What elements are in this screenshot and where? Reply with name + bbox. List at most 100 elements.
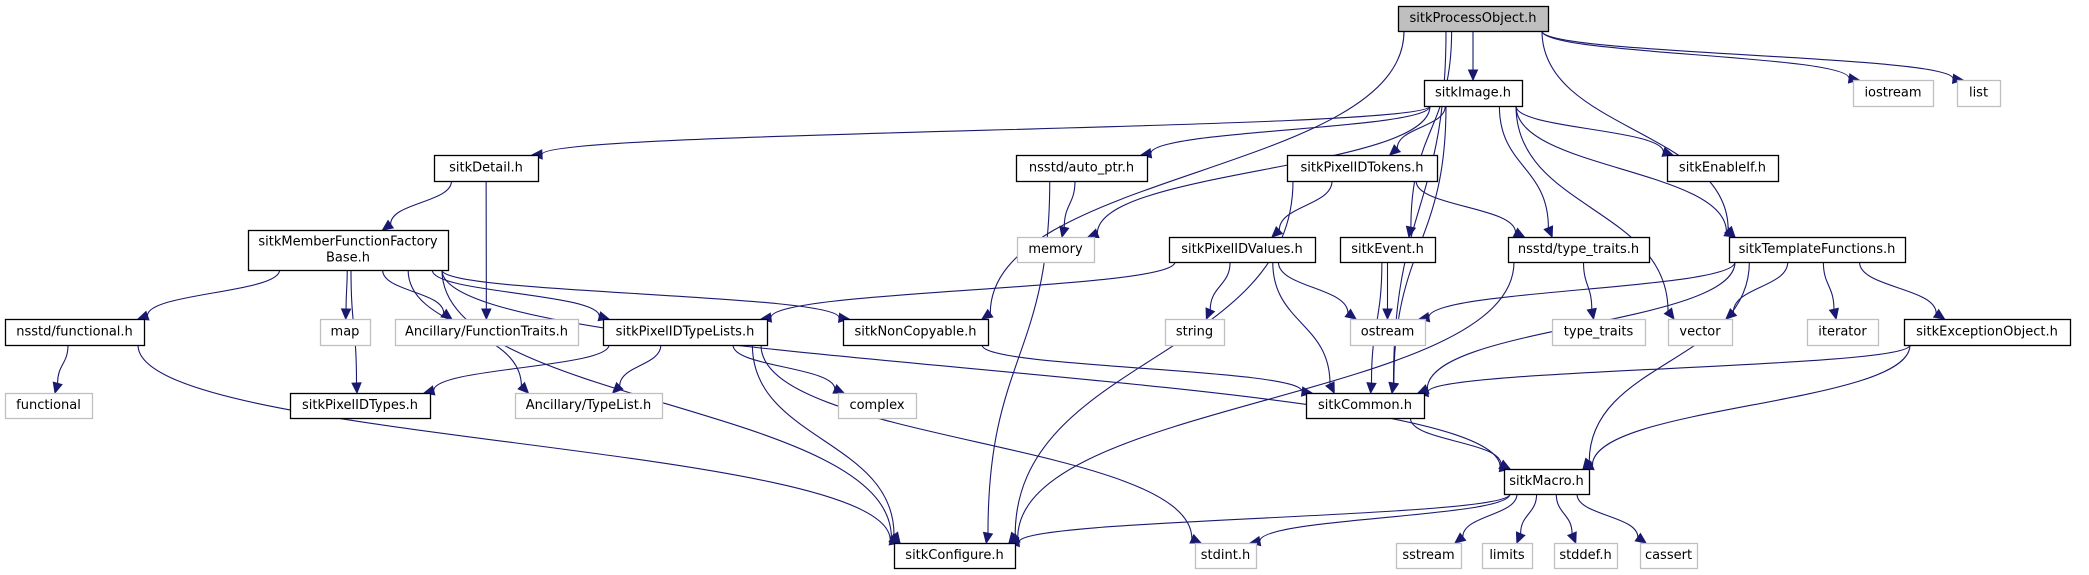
edge-line — [137, 344, 891, 541]
node-label: functional — [16, 398, 81, 413]
edge-pixelidtypelists-to-complex — [732, 344, 846, 394]
node-label: sitkExceptionObject.h — [1916, 325, 2058, 340]
edge-image-to-nsstd-type-traits — [1498, 105, 1554, 239]
edge-image-to-auto-ptr — [1139, 105, 1431, 159]
edge-line — [1541, 30, 1850, 79]
edge-templatefunctions-to-vector — [1725, 261, 1789, 320]
node-nsstd-auto-ptr-h[interactable]: nsstd/auto_ptr.h — [1015, 154, 1149, 183]
arrowhead-icon — [517, 381, 530, 394]
node-label: sitkEvent.h — [1351, 242, 1424, 257]
arrowhead-icon — [1663, 307, 1675, 320]
edge-line — [1415, 180, 1517, 233]
node-list: list — [1956, 79, 2002, 108]
arrowhead-icon — [1543, 225, 1554, 239]
edge-image-to-detail — [530, 105, 1431, 160]
edge-templatefunctions-to-ostream — [1417, 261, 1736, 323]
node-iostream: iostream — [1852, 79, 1935, 108]
edge-common-to-macro — [1409, 417, 1512, 470]
node-box — [1286, 154, 1439, 183]
node-box — [1903, 318, 2072, 347]
edge-pixelidtypelists-to-pixelidtypes — [422, 344, 610, 396]
edge-line — [1396, 105, 1446, 149]
arrowhead-icon — [1828, 307, 1839, 321]
node-label: Ancillary/FunctionTraits.h — [405, 325, 568, 340]
node-sitkprocessobject-h[interactable]: sitkProcessObject.h — [1397, 5, 1550, 33]
node-box — [1305, 392, 1426, 420]
edge-line — [1272, 261, 1331, 384]
node-box — [837, 392, 918, 420]
node-sitkconfigure-h[interactable]: sitkConfigure.h — [893, 542, 1017, 570]
arrowhead-icon — [1325, 381, 1335, 395]
node-label: sitkPixelIDTypeLists.h — [616, 325, 755, 340]
node-sitkpixelidvalues-h[interactable]: sitkPixelIDValues.h — [1168, 236, 1317, 264]
node-sitktemplatefunctions-h[interactable]: sitkTemplateFunctions.h — [1728, 236, 1907, 264]
node-nsstd-type-traits-h[interactable]: nsstd/type_traits.h — [1507, 236, 1651, 264]
edge-line — [1515, 105, 1669, 311]
edge-line — [1427, 344, 1911, 393]
node-label: type_traits — [1564, 325, 1634, 340]
edge-pixelidvalues-to-pixelidtypelists — [759, 261, 1176, 323]
edge-line — [441, 269, 840, 319]
node-complex: complex — [837, 392, 918, 420]
node-box — [893, 542, 1017, 570]
node-label: sitkPixelIDValues.h — [1181, 242, 1303, 257]
node-sitkmacro-h[interactable]: sitkMacro.h — [1503, 468, 1591, 496]
edges-layer — [52, 30, 1965, 548]
node-label: map — [331, 325, 360, 340]
node-sitkimage-h[interactable]: sitkImage.h — [1423, 79, 1524, 108]
arrowhead-icon — [1515, 531, 1526, 545]
arrowhead-icon — [1205, 307, 1216, 321]
node-label: memory — [1028, 242, 1083, 257]
node-type-traits: type_traits — [1551, 318, 1647, 347]
edge-processobject-to-noncopyable — [980, 30, 1405, 320]
edge-line — [1576, 493, 1639, 538]
node-sitkpixelidtokens-h[interactable]: sitkPixelIDTokens.h — [1286, 154, 1439, 183]
node-sitkpixelidtypes-h[interactable]: sitkPixelIDTypes.h — [289, 392, 432, 420]
node-sitkpixelidtypelists-h[interactable]: sitkPixelIDTypeLists.h — [602, 318, 769, 347]
arrowhead-icon — [1512, 227, 1526, 238]
edge-mffbase-to-nsstd-functional — [136, 269, 281, 321]
edge-processobject-to-event — [1405, 30, 1453, 239]
edge-auto-ptr-to-configure — [982, 180, 1051, 545]
edge-line — [1822, 261, 1835, 310]
node-label: sitkNonCopyable.h — [854, 325, 976, 340]
edge-processobject-to-iostream — [1541, 30, 1861, 84]
edge-line — [751, 344, 895, 535]
node-iterator: iterator — [1806, 318, 1880, 347]
node-box — [1728, 236, 1907, 264]
arrowhead-icon — [1467, 69, 1479, 82]
arrowhead-icon — [1388, 381, 1400, 395]
node-label: iterator — [1818, 325, 1867, 340]
edge-templatefunctions-to-iterator — [1822, 261, 1839, 321]
node-box — [289, 392, 432, 420]
node-sitkenableif-h[interactable]: sitkEnableIf.h — [1666, 154, 1780, 183]
edge-line — [441, 269, 1501, 468]
node-sitkexceptionobject-h[interactable]: sitkExceptionObject.h — [1903, 318, 2072, 347]
edge-line — [732, 344, 836, 390]
edge-processobject-to-list — [1541, 30, 1965, 85]
edge-line — [1428, 261, 1736, 318]
arrowhead-icon — [1388, 144, 1402, 156]
edge-line — [57, 344, 69, 384]
edge-line — [1498, 105, 1549, 228]
node-nsstd-functional-h[interactable]: nsstd/functional.h — [4, 318, 146, 347]
node-sitkcommon-h[interactable]: sitkCommon.h — [1305, 392, 1426, 420]
node-label: sitkEnableIf.h — [1679, 161, 1766, 176]
edge-line — [382, 269, 445, 314]
arrowhead-icon — [52, 381, 63, 395]
node-sitkevent-h[interactable]: sitkEvent.h — [1339, 236, 1437, 264]
arrowhead-icon — [1454, 532, 1467, 544]
node-label: nsstd/functional.h — [16, 325, 133, 340]
node-functional: functional — [4, 392, 94, 420]
arrowhead-icon — [381, 219, 395, 231]
edge-pixelidvalues-to-common — [1272, 261, 1335, 395]
node-box — [1164, 318, 1226, 347]
node-sitkdetail-h[interactable]: sitkDetail.h — [433, 154, 540, 183]
edge-line — [390, 180, 453, 225]
node-sitknoncopyable-h[interactable]: sitkNonCopyable.h — [842, 318, 990, 347]
edge-line — [1278, 180, 1333, 231]
edge-macro-to-stddef — [1555, 493, 1577, 545]
edge-line — [433, 344, 610, 391]
node-box — [1852, 79, 1935, 108]
